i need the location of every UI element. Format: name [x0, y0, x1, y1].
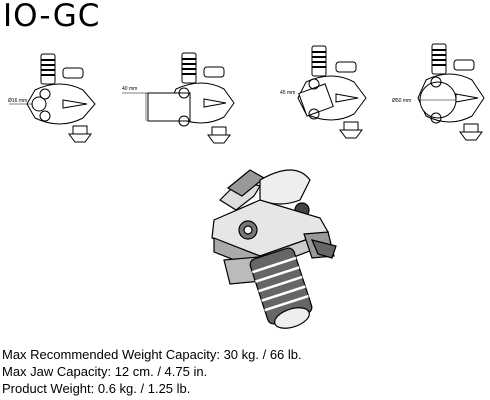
- dimension-label: Ø50 mm: [392, 98, 411, 104]
- clamp-diagram-16mm: Ø16 mm: [8, 53, 96, 143]
- clamp-product-illustration: [211, 169, 337, 329]
- clamp-diagram-40mm: 40 mm: [122, 52, 235, 144]
- spec-product-weight: Product Weight: 0.6 kg. / 1.25 lb.: [2, 381, 191, 396]
- dimension-label: Ø16 mm: [8, 98, 27, 104]
- product-title: IO-GC: [3, 0, 101, 34]
- clamp-diagram-45mm: 45 mm: [280, 45, 367, 139]
- spec-weight-capacity: Max Recommended Weight Capacity: 30 kg. …: [2, 347, 302, 362]
- spec-jaw-capacity: Max Jaw Capacity: 12 cm. / 4.75 in.: [2, 364, 208, 379]
- dimension-label: 40 mm: [122, 86, 137, 92]
- dimension-label: 45 mm: [280, 90, 295, 96]
- clamp-diagram-50mm: Ø50 mm: [392, 43, 485, 141]
